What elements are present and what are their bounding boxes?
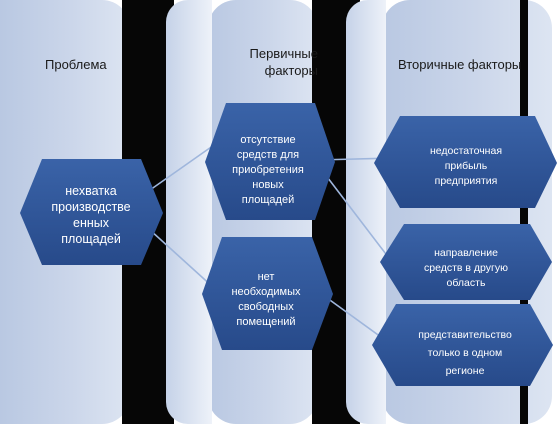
node-secondary-3-label: представительство только в одном регионе: [418, 329, 512, 377]
node-primary-1-hexagon: [205, 103, 335, 220]
heading-secondary-factors: Вторичные факторы: [398, 57, 522, 72]
node-secondary-3-hexagon: [372, 304, 553, 386]
node-primary-1-label: отсутствие средств для приобретения новы…: [232, 134, 304, 206]
column-edge-strip: [166, 0, 212, 424]
dark-band: [520, 0, 528, 424]
node-primary-2-label: нет необходимых свободных помещений: [231, 271, 301, 328]
node-secondary-2-label: направление средств в другую область: [424, 247, 508, 289]
node-main-hexagon: [20, 159, 163, 265]
connector-main-to-primary-2: [149, 229, 215, 289]
node-primary-2-hexagon: [202, 237, 333, 350]
node-secondary-1-hexagon: [374, 116, 557, 208]
connector-main-to-primary-1: [149, 144, 215, 191]
heading-primary-factors: Первичные факторы: [249, 46, 319, 78]
connector-primary-1-to-secondary-2: [317, 164, 393, 263]
node-main-label: нехватка производстве енных площадей: [51, 184, 131, 246]
node-secondary-1-label: недостаточная прибыль предприятия: [429, 145, 503, 187]
node-secondary-2-hexagon: [380, 224, 552, 300]
heading-problem: Проблема: [45, 57, 107, 72]
